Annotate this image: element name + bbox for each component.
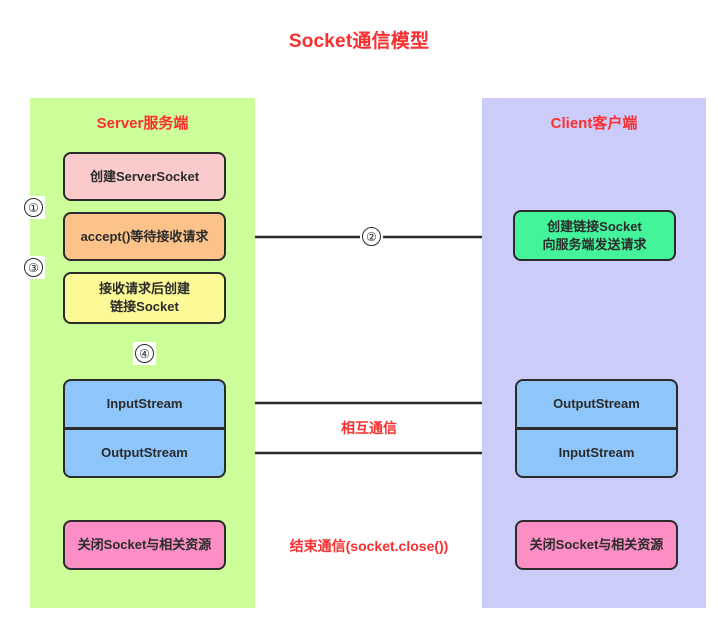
- step-2-marker: ②: [362, 227, 381, 246]
- client-input-stream-label: InputStream: [558, 445, 635, 461]
- server-accept-wait-box[interactable]: accept()等待接收请求: [63, 212, 226, 261]
- server-input-stream-box[interactable]: InputStream: [63, 379, 226, 429]
- client-create-connect-socket-label: 创建链接Socket 向服务端发送请求: [542, 218, 646, 253]
- client-create-line2: 向服务端发送请求: [542, 236, 647, 252]
- client-panel-title: Client客户端: [550, 115, 638, 132]
- server-create-connection-socket-label: 接收请求后创建 链接Socket: [99, 280, 190, 315]
- client-close-socket-label: 关闭Socket与相关资源: [529, 537, 664, 553]
- client-output-stream-box[interactable]: OutputStream: [515, 379, 678, 429]
- client-create-connect-socket-box[interactable]: 创建链接Socket 向服务端发送请求: [513, 210, 676, 261]
- end-communication-label: 结束通信(socket.close()): [289, 538, 449, 554]
- server-create-server-socket-label: 创建ServerSocket: [89, 168, 200, 184]
- step-1-marker: ①: [24, 198, 43, 217]
- server-conn-line1: 接收请求后创建: [98, 281, 190, 297]
- client-input-stream-box[interactable]: InputStream: [515, 428, 678, 478]
- server-accept-wait-label: accept()等待接收请求: [80, 228, 209, 244]
- server-input-stream-label: InputStream: [106, 396, 183, 412]
- mutual-communication-label: 相互通信: [341, 420, 397, 436]
- client-close-socket-box[interactable]: 关闭Socket与相关资源: [515, 520, 678, 570]
- step-3-marker: ③: [24, 258, 43, 277]
- step-4-marker: ④: [135, 344, 154, 363]
- client-output-stream-label: OutputStream: [553, 396, 640, 412]
- server-create-server-socket-box[interactable]: 创建ServerSocket: [63, 152, 226, 201]
- page-title: Socket通信模型: [288, 31, 430, 52]
- server-output-stream-label: OutputStream: [101, 445, 188, 461]
- server-close-socket-label: 关闭Socket与相关资源: [77, 537, 212, 553]
- server-close-socket-box[interactable]: 关闭Socket与相关资源: [63, 520, 226, 570]
- client-create-line1: 创建链接Socket: [547, 218, 642, 234]
- server-create-connection-socket-box[interactable]: 接收请求后创建 链接Socket: [63, 272, 226, 324]
- server-panel-title: Server服务端: [96, 115, 189, 132]
- server-output-stream-box[interactable]: OutputStream: [63, 428, 226, 478]
- server-conn-line2: 链接Socket: [110, 299, 179, 314]
